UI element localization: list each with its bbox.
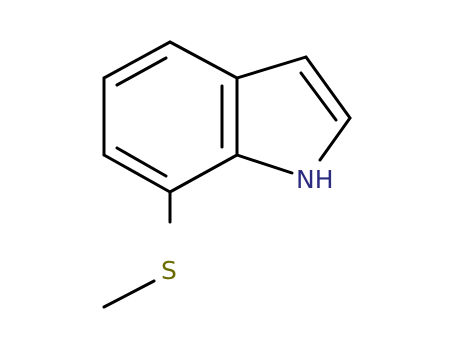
bond-c3-c2 <box>304 55 352 120</box>
bond-c3-c2-inner <box>299 71 338 122</box>
bond-c3a-c4 <box>168 40 239 80</box>
bond-c4-c5-inner <box>115 56 168 87</box>
bond-s-methyl <box>102 279 156 309</box>
bond-c4-c5 <box>102 40 172 80</box>
bond-c6-c7-inner <box>115 146 168 178</box>
bond-c3a-c3 <box>235 55 308 80</box>
nitrogen-nh-label: NH <box>296 165 334 194</box>
bond-c6-c7 <box>102 153 172 194</box>
bond-c7-c7a <box>168 153 239 194</box>
bond-n1-c7a <box>235 153 294 175</box>
sulfur-label: S <box>161 256 177 285</box>
bond-c2-n1 <box>318 116 352 162</box>
